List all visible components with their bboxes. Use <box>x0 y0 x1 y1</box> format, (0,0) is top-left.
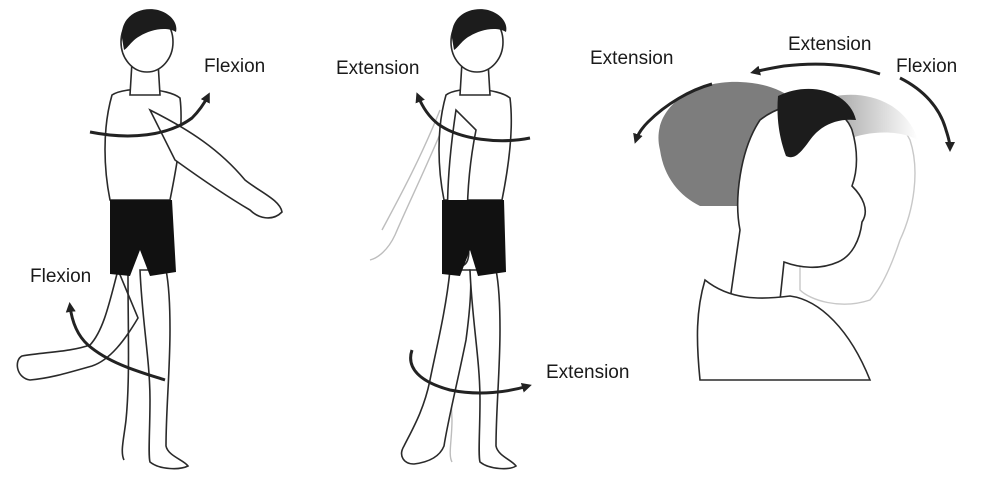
label-neck-extension-left: Extension <box>590 48 673 70</box>
standing-leg <box>140 270 188 469</box>
neck-heads <box>658 82 918 380</box>
neck-extension-arrow-top <box>754 64 880 74</box>
label-shoulder-flexion: Flexion <box>204 56 265 78</box>
label-shoulder-extension: Extension <box>336 58 419 80</box>
label-neck-flexion-right: Flexion <box>896 56 957 78</box>
label-neck-extension-top: Extension <box>788 34 871 56</box>
figure-shoulder-hip-flexion <box>17 9 282 468</box>
label-hip-extension: Extension <box>546 362 629 384</box>
shorts <box>110 200 176 276</box>
label-hip-flexion: Flexion <box>30 266 91 288</box>
